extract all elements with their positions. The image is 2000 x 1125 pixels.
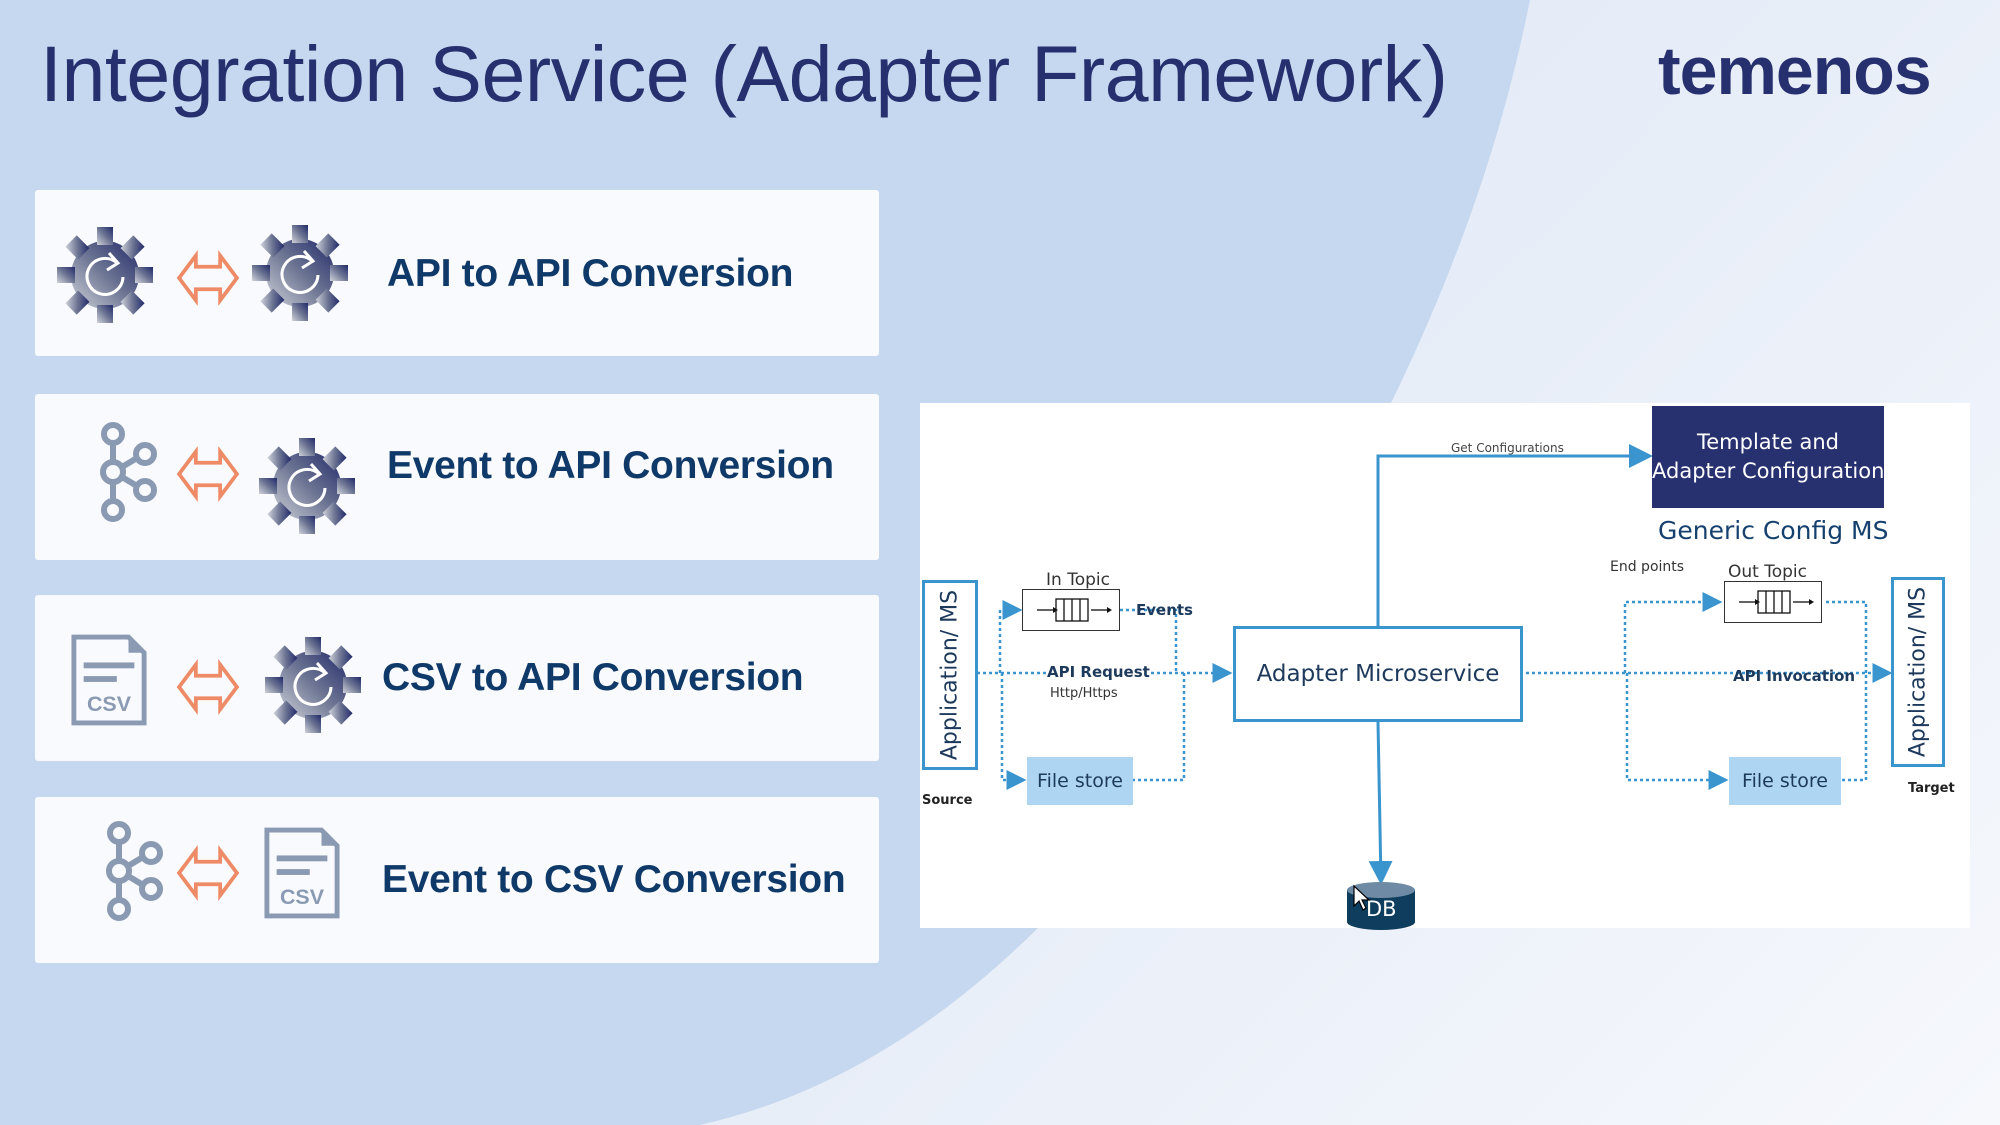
source-file-store-label: File store xyxy=(1037,770,1123,792)
out-topic-connector xyxy=(1826,600,1868,673)
api-request-label: API Request xyxy=(1047,663,1150,681)
source-app-label: Application/ MS xyxy=(937,589,963,761)
source-caption: Source xyxy=(922,793,973,808)
file-store-out-connector xyxy=(1132,673,1186,782)
config-box-line2: Adapter Configurations xyxy=(1652,459,1884,483)
target-file-store-label: File store xyxy=(1742,770,1828,792)
card-label: API to API Conversion xyxy=(387,252,794,295)
target-app-label: Application/ MS xyxy=(1905,586,1931,758)
source-to-in-topic xyxy=(998,600,1023,673)
in-topic-label: In Topic xyxy=(1046,570,1110,590)
to-out-topic xyxy=(1623,592,1723,673)
to-target-file-store xyxy=(1625,673,1729,790)
target-caption: Target xyxy=(1908,781,1955,796)
target-file-store-connector xyxy=(1842,673,1868,782)
source-application-box: Application/ MS xyxy=(922,580,978,770)
card-event-to-csv: Event to CSV Conversion xyxy=(35,797,879,963)
source-to-file-store xyxy=(1000,673,1027,790)
events-label: Events xyxy=(1136,601,1193,619)
source-file-store: File store xyxy=(1027,757,1133,805)
card-label: Event to API Conversion xyxy=(387,444,834,487)
config-box-line1: Template and xyxy=(1696,430,1839,454)
out-topic-queue-icon xyxy=(1724,581,1822,623)
protocol-label: Http/Https xyxy=(1050,686,1118,701)
card-csv-to-api: CSV to API Conversion xyxy=(35,595,879,761)
config-box: Template and Adapter Configurations xyxy=(1652,406,1884,508)
in-topic-queue-icon xyxy=(1022,589,1120,631)
target-application-box: Application/ MS xyxy=(1891,577,1945,767)
db-connector xyxy=(1368,721,1393,885)
api-invocation-label: API Invocation xyxy=(1733,667,1856,685)
out-topic-label: Out Topic xyxy=(1728,562,1807,582)
adapter-label: Adapter Microservice xyxy=(1256,661,1500,687)
card-label: Event to CSV Conversion xyxy=(382,858,846,901)
temenos-logo: temenos xyxy=(1658,33,1932,109)
end-points-label: End points xyxy=(1610,559,1685,575)
get-config-connector xyxy=(1376,444,1653,626)
target-file-store: File store xyxy=(1729,757,1841,805)
page-title: Integration Service (Adapter Framework) xyxy=(40,29,1448,118)
db-label: DB xyxy=(1366,897,1397,921)
adapter-microservice-box: Adapter Microservice xyxy=(1233,626,1523,722)
card-event-to-api: Event to API Conversion xyxy=(35,394,879,560)
card-label: CSV to API Conversion xyxy=(382,656,804,699)
config-ms-label: Generic Config MS xyxy=(1658,516,1889,545)
get-config-label: Get Configurations xyxy=(1451,441,1564,455)
mouse-cursor-icon xyxy=(1353,884,1371,911)
card-api-to-api: API to API Conversion xyxy=(35,190,879,356)
events-connector xyxy=(1120,608,1178,673)
